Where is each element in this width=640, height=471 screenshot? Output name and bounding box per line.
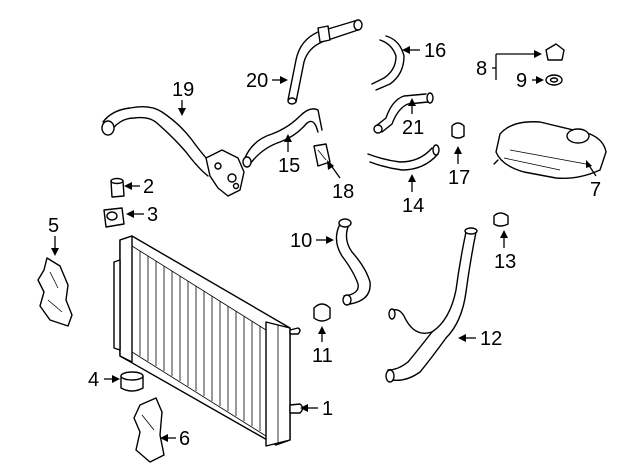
mount-part-3 — [103, 207, 125, 228]
cap-part-8 — [545, 43, 565, 61]
hose-part-10 — [335, 218, 371, 306]
callout-16: 16 — [424, 40, 446, 62]
expansion-tank-part-7 — [493, 121, 607, 180]
air-guide-part-5 — [37, 257, 73, 327]
clamp-part-17 — [451, 122, 465, 139]
callout-14: 14 — [402, 195, 424, 217]
callout-8: 8 — [476, 58, 487, 80]
hose-part-16 — [371, 35, 405, 91]
callout-1: 1 — [322, 398, 333, 420]
pipe-part-20 — [287, 19, 363, 105]
callout-10: 10 — [290, 230, 312, 252]
callout-3: 3 — [147, 204, 158, 226]
callout-4: 4 — [88, 369, 99, 391]
callout-5: 5 — [48, 215, 59, 237]
bracket-part-18 — [313, 143, 331, 167]
callout-12: 12 — [480, 328, 502, 350]
callout-18: 18 — [332, 181, 354, 203]
hose-part-14 — [367, 144, 440, 171]
mount-part-4 — [120, 371, 144, 392]
callout-7: 7 — [590, 179, 601, 201]
callout-17: 17 — [448, 167, 470, 189]
air-guide-part-6 — [133, 397, 165, 463]
radiator — [113, 235, 304, 447]
radiator-core-fins — [139, 251, 261, 431]
clamp-part-11 — [313, 303, 331, 322]
callout-9: 9 — [516, 70, 527, 92]
callout-6: 6 — [179, 428, 190, 450]
hose-part-15 — [242, 108, 323, 168]
clamp-part-13 — [493, 212, 509, 227]
hose-part-21 — [373, 92, 434, 134]
callout-leaders — [51, 46, 597, 442]
callout-labels: 1 2 3 4 5 6 7 8 9 10 11 12 13 14 15 16 1… — [48, 40, 601, 450]
callout-11: 11 — [312, 345, 333, 367]
hose-part-12 — [385, 227, 478, 383]
callout-15: 15 — [278, 155, 300, 177]
grommet-part-2 — [110, 177, 125, 198]
callout-2: 2 — [143, 176, 154, 198]
seal-part-9 — [545, 74, 563, 86]
callout-20: 20 — [246, 70, 268, 92]
callout-13: 13 — [494, 251, 516, 273]
callout-19: 19 — [172, 79, 194, 101]
callout-21: 21 — [402, 117, 424, 139]
hose-part-19 — [101, 105, 245, 197]
